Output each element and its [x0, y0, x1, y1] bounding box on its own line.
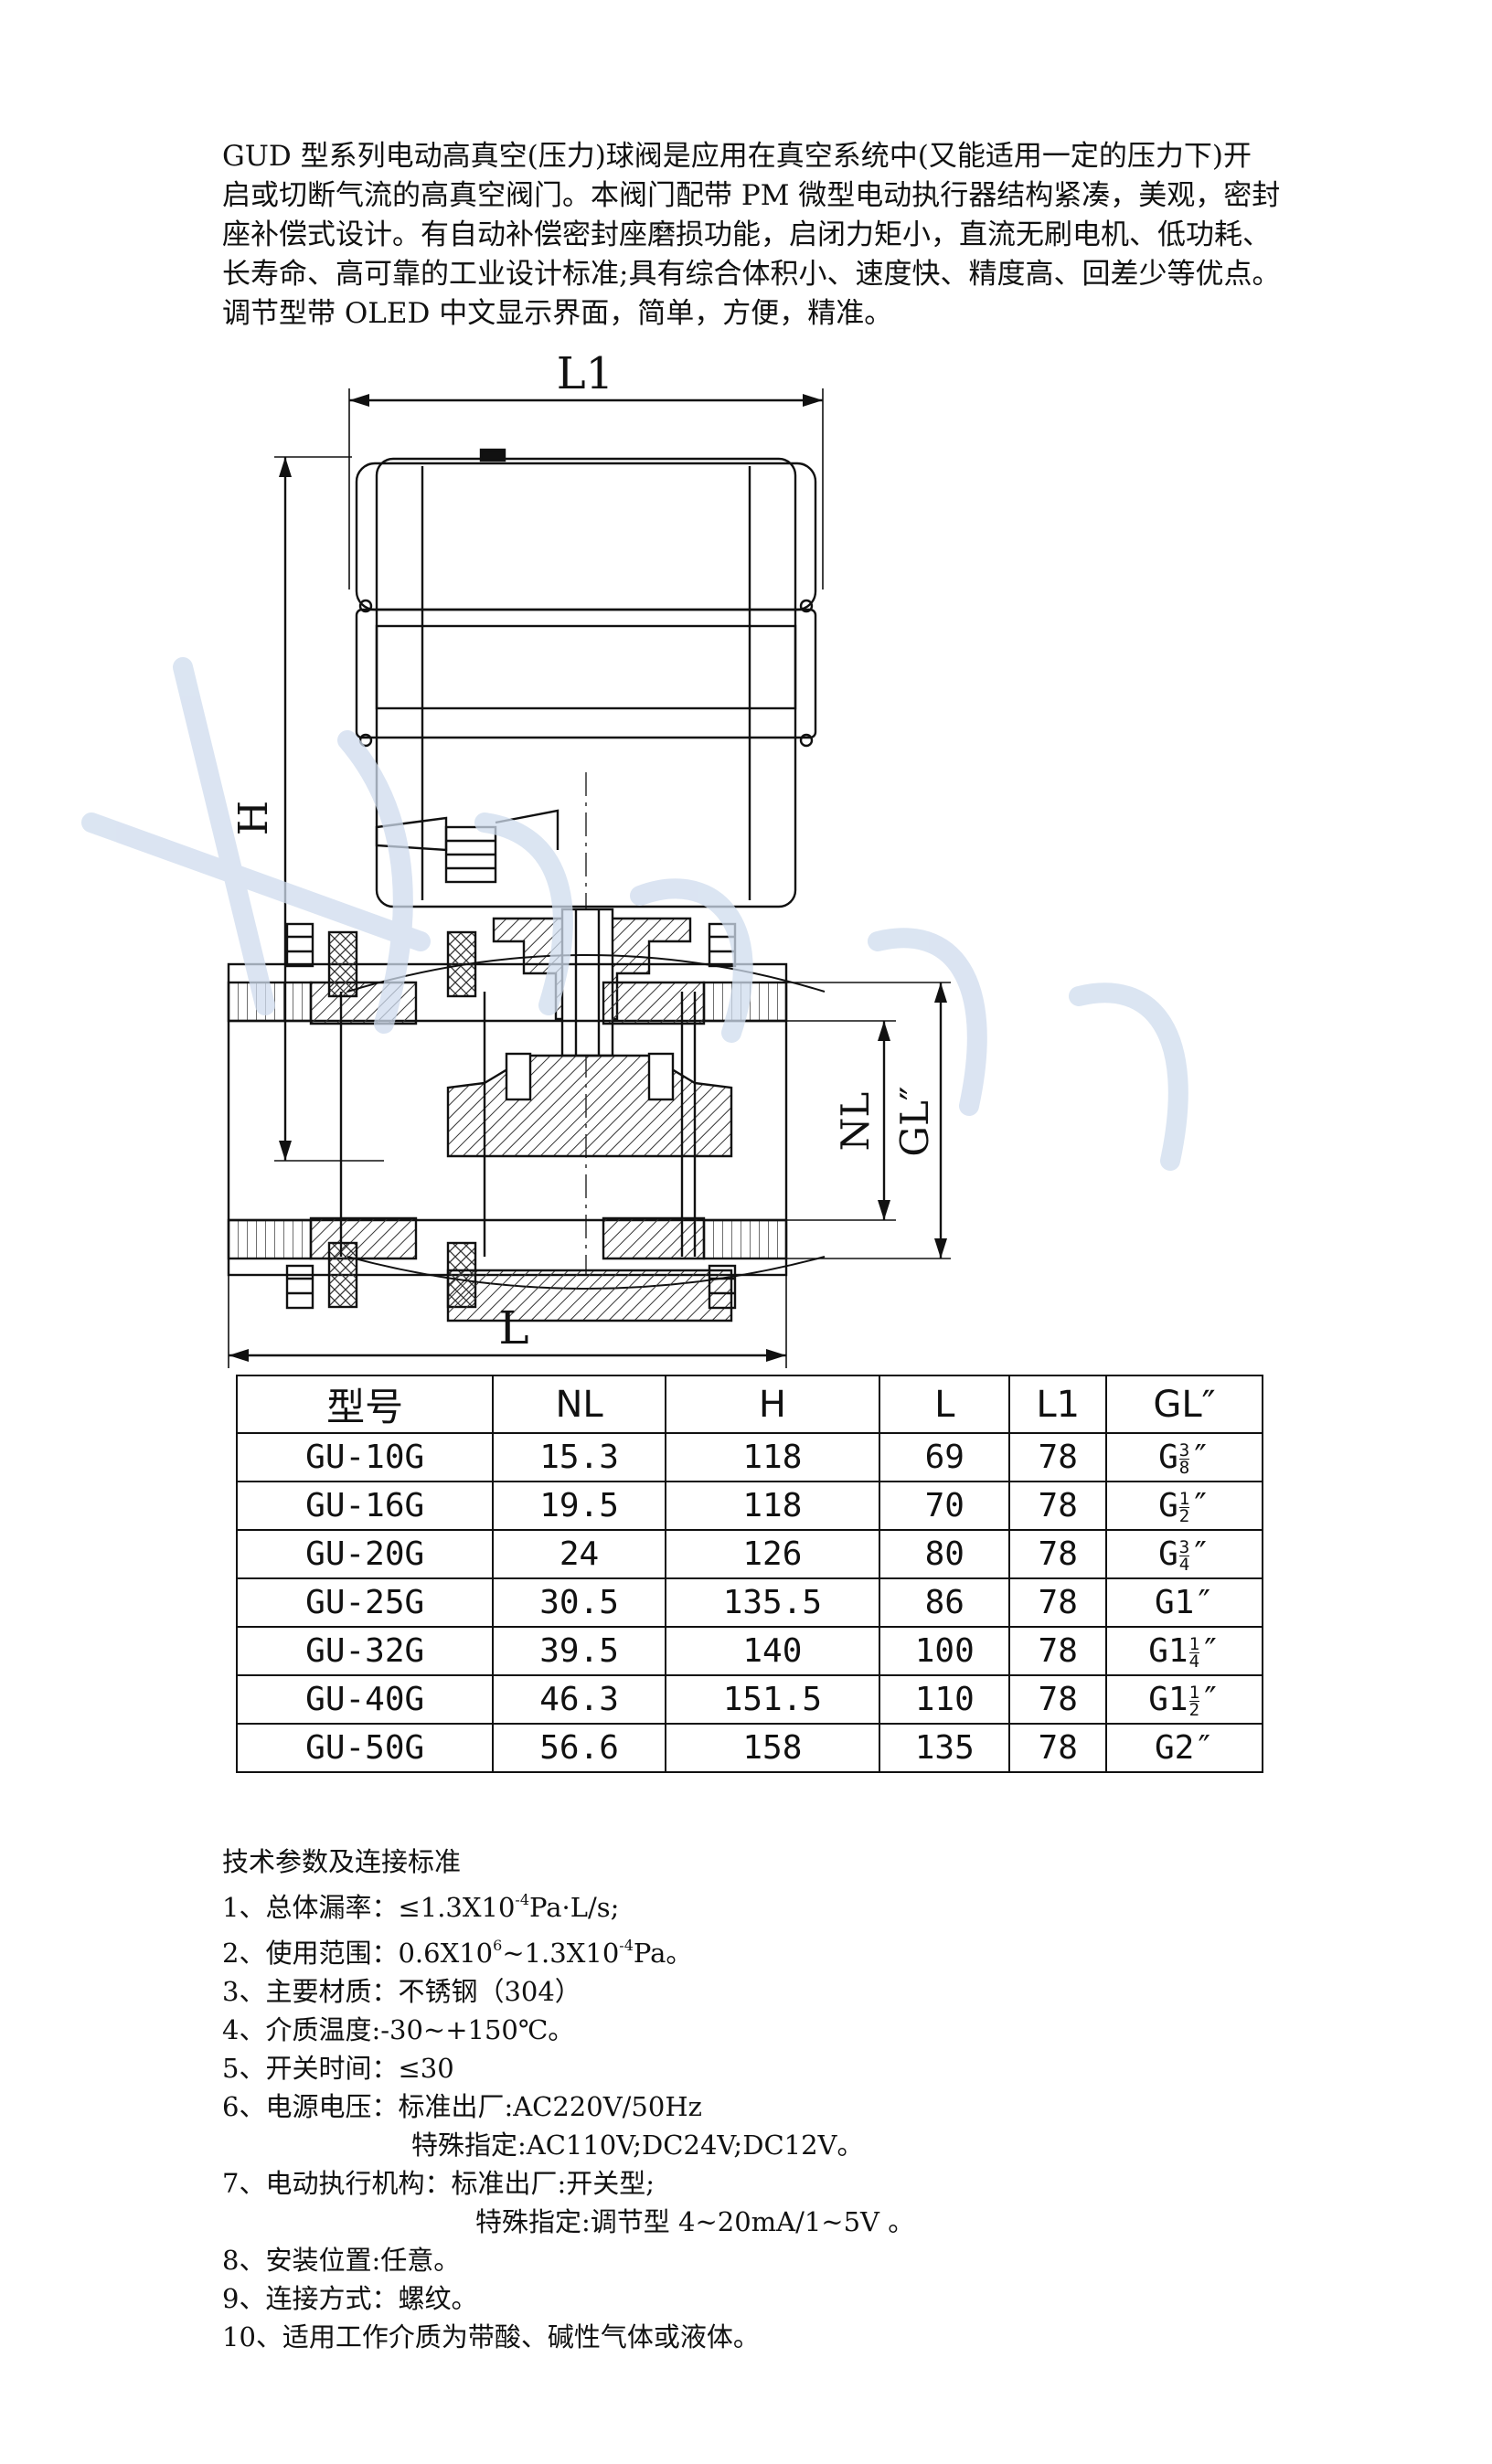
- cell-gl: G2″: [1105, 1723, 1263, 1773]
- tech-item-1: 1、总体漏率：≤1.3X10-4Pa·L/s;: [222, 1891, 620, 1923]
- dim-nl-label: NL: [833, 1092, 878, 1152]
- cell-model: GU-50G: [235, 1723, 495, 1773]
- bottom-bolt-right: [708, 1264, 737, 1310]
- table-header-row: 型号 NL H L L1 GL″: [235, 1375, 1263, 1434]
- tech-item-4: 4、介质温度:-30~+150℃。: [222, 2014, 575, 2045]
- cell-l1: 78: [1008, 1674, 1107, 1725]
- tech-item-3: 3、主要材质：不锈钢（304）: [222, 1976, 581, 2007]
- cell-l: 135: [879, 1723, 1011, 1773]
- cell-h: 140: [664, 1626, 881, 1676]
- cell-l1: 78: [1008, 1432, 1107, 1482]
- tech-item-9: 9、连接方式：螺纹。: [222, 2283, 478, 2314]
- tech-item-6: 6、电源电压：标准出厂:AC220V/50Hz: [222, 2091, 702, 2122]
- cell-l1: 78: [1008, 1577, 1107, 1628]
- header-nl: NL: [492, 1375, 666, 1434]
- cell-h: 135.5: [664, 1577, 881, 1628]
- cell-model: GU-10G: [235, 1432, 495, 1482]
- cell-h: 126: [664, 1529, 881, 1579]
- tech-item-7-special: 特殊指定:调节型 4~20mA/1~5V 。: [475, 2206, 915, 2237]
- dim-l-label: L: [498, 1301, 528, 1354]
- cell-gl: G1″: [1105, 1577, 1263, 1628]
- tech-item-7: 7、电动执行机构：标准出厂:开关型;: [222, 2168, 655, 2199]
- cell-nl: 46.3: [492, 1674, 666, 1725]
- header-gl: GL″: [1105, 1375, 1263, 1434]
- tech-item-10: 10、适用工作介质为带酸、碱性气体或液体。: [222, 2321, 760, 2352]
- cell-model: GU-40G: [235, 1674, 495, 1725]
- cell-nl: 56.6: [492, 1723, 666, 1773]
- cell-l1: 78: [1008, 1626, 1107, 1676]
- cell-l: 80: [879, 1529, 1011, 1579]
- cell-l1: 78: [1008, 1723, 1107, 1773]
- dim-l1-label: L1: [557, 352, 613, 399]
- cell-l1: 78: [1008, 1529, 1107, 1579]
- tech-item-6-special: 特殊指定:AC110V;DC24V;DC12V。: [411, 2129, 864, 2161]
- intro-line: 调节型带 OLED 中文显示界面，简单，方便，精准。: [222, 297, 893, 330]
- tech-parameters: 技术参数及连接标准 1、总体漏率：≤1.3X10-4Pa·L/s; 2、使用范围…: [222, 1843, 1228, 2356]
- cell-l: 70: [879, 1481, 1011, 1531]
- tech-title: 技术参数及连接标准: [222, 1846, 462, 1877]
- tech-item-2: 2、使用范围：0.6X106~1.3X10-4Pa。: [222, 1937, 693, 1969]
- intro-paragraph: GUD 型系列电动高真空(压力)球阀是应用在真空系统中(又能适用一定的压力下)开…: [222, 137, 1301, 334]
- cell-model: GU-25G: [235, 1577, 495, 1628]
- top-bolt-right: [708, 922, 737, 968]
- cell-l: 110: [879, 1674, 1011, 1725]
- cell-nl: 30.5: [492, 1577, 666, 1628]
- dim-h-label: H: [230, 801, 277, 835]
- cell-model: GU-32G: [235, 1626, 495, 1676]
- tech-item-5: 5、开关时间：≤30: [222, 2053, 454, 2084]
- header-l1: L1: [1008, 1375, 1107, 1434]
- cell-l: 100: [879, 1626, 1011, 1676]
- cell-nl: 19.5: [492, 1481, 666, 1531]
- cell-model: GU-20G: [235, 1529, 495, 1579]
- cell-nl: 24: [492, 1529, 666, 1579]
- cell-h: 118: [664, 1432, 881, 1482]
- intro-line: 长寿命、高可靠的工业设计标准;具有综合体积小、速度快、精度高、回差少等优点。: [222, 258, 1281, 291]
- intro-line: 启或切断气流的高真空阀门。本阀门配带 PM 微型电动执行器结构紧凑，美观，密封: [222, 179, 1281, 212]
- valve-technical-drawing: L1 H L NL GL″: [227, 352, 951, 1368]
- intro-line: 座补偿式设计。有自动补偿密封座磨损功能，启闭力矩小，直流无刷电机、低功耗、: [222, 218, 1271, 251]
- cell-h: 151.5: [664, 1674, 881, 1725]
- cell-h: 158: [664, 1723, 881, 1773]
- intro-line: GUD 型系列电动高真空(压力)球阀是应用在真空系统中(又能适用一定的压力下)开: [222, 140, 1252, 173]
- top-bolt-left: [285, 922, 314, 968]
- header-h: H: [664, 1375, 881, 1434]
- cell-nl: 39.5: [492, 1626, 666, 1676]
- cell-model: GU-16G: [235, 1481, 495, 1531]
- header-l: L: [879, 1375, 1011, 1434]
- bottom-bolt-left: [285, 1264, 314, 1310]
- tech-item-8: 8、安装位置:任意。: [222, 2245, 461, 2276]
- cell-nl: 15.3: [492, 1432, 666, 1482]
- cell-l: 86: [879, 1577, 1011, 1628]
- cell-l: 69: [879, 1432, 1011, 1482]
- header-model: 型号: [235, 1375, 495, 1434]
- dim-gl-label: GL″: [892, 1086, 937, 1156]
- cell-l1: 78: [1008, 1481, 1107, 1531]
- cell-h: 118: [664, 1481, 881, 1531]
